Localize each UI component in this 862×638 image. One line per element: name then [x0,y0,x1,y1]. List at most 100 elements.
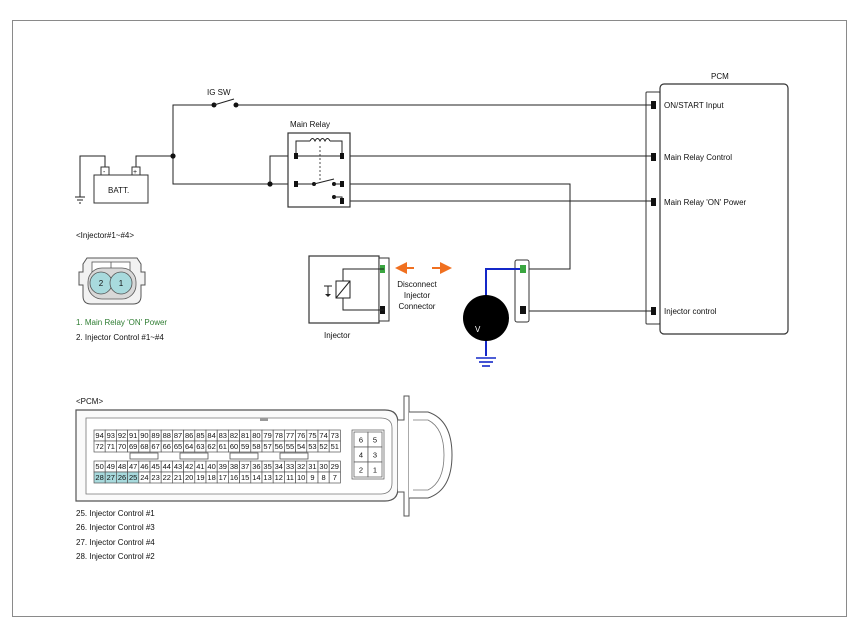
pcm-pin-59: 59 [239,440,252,453]
svg-text:18: 18 [207,473,215,482]
svg-text:88: 88 [163,431,171,440]
pcm-pin-on-start-input: ON/START Input [664,101,724,110]
svg-text:27: 27 [107,473,115,482]
svg-text:9: 9 [310,473,314,482]
pcm-pin-84: 84 [205,429,218,442]
injector-connector-legend-1: 1. Main Relay 'ON' Power [76,318,167,327]
svg-text:65: 65 [174,442,182,451]
svg-text:89: 89 [151,431,159,440]
pcm-pin-main-relay-on-power: Main Relay 'ON' Power [664,198,747,207]
main-relay-label: Main Relay [290,120,330,129]
pcm-pin-85: 85 [194,429,207,442]
pcm-pin-31: 31 [306,460,319,473]
pcm-pin-11: 11 [284,471,296,484]
pcm-pin-65: 65 [172,440,184,453]
svg-text:42: 42 [185,462,193,471]
pcm-connector-legend-25: 25. Injector Control #1 [76,509,155,518]
pcm-side-pin-4: 4 [353,446,369,463]
pcm-side-pin-6: 6 [353,431,369,448]
svg-text:26: 26 [118,473,126,482]
svg-text:45: 45 [151,462,159,471]
pcm-pin-58: 58 [250,440,263,453]
svg-text:41: 41 [196,462,204,471]
svg-text:85: 85 [196,431,204,440]
svg-text:38: 38 [230,462,238,471]
voltmeter-symbol: V [475,325,481,334]
svg-text:94: 94 [95,431,103,440]
svg-text:81: 81 [241,431,249,440]
svg-text:82: 82 [230,431,238,440]
pcm-pin-37: 37 [239,460,252,473]
pcm-pin-20: 20 [183,471,196,484]
svg-text:61: 61 [219,442,227,451]
svg-text:19: 19 [196,473,204,482]
svg-text:11: 11 [286,473,294,482]
pcm-pin-14: 14 [250,471,263,484]
svg-text:73: 73 [331,431,339,440]
svg-text:87: 87 [174,431,182,440]
ig-sw-label: IG SW [207,88,231,97]
svg-text:53: 53 [308,442,316,451]
svg-text:22: 22 [163,473,171,482]
svg-text:14: 14 [252,473,260,482]
svg-text:57: 57 [263,442,271,451]
pcm-connector-legend-27: 27. Injector Control #4 [76,538,155,547]
pcm-pin-49: 49 [104,460,117,473]
svg-text:Disconnect: Disconnect [397,280,437,289]
pcm-title: PCM [711,72,729,81]
svg-text:78: 78 [275,431,283,440]
pcm-pin-51: 51 [328,440,341,453]
svg-text:54: 54 [297,442,305,451]
pcm-side-pin-2: 2 [353,461,369,478]
svg-text:4: 4 [359,451,363,460]
pcm-pin-29: 29 [328,460,341,473]
svg-text:69: 69 [129,442,137,451]
injector-connector-title: <Injector#1~#4> [76,231,134,240]
svg-text:37: 37 [241,462,249,471]
svg-text:75: 75 [308,431,316,440]
pcm-pin-88: 88 [160,429,173,442]
pcm-pin-38: 38 [228,460,240,473]
svg-text:62: 62 [207,442,215,451]
svg-text:58: 58 [252,442,260,451]
injector-harness-connector [514,259,530,323]
svg-text:90: 90 [140,431,148,440]
pcm-pin-18: 18 [205,471,218,484]
pcm-pin-94: 94 [93,429,106,442]
pcm-pin-62: 62 [205,440,218,453]
svg-text:40: 40 [207,462,215,471]
pcm-pin-52: 52 [317,440,330,453]
pcm-pin-17: 17 [216,471,229,484]
svg-text:39: 39 [219,462,227,471]
svg-text:29: 29 [331,462,339,471]
pcm-pin-68: 68 [138,440,151,453]
pcm-pin-48: 48 [116,460,128,473]
pcm-pin-73: 73 [328,429,341,442]
svg-text:59: 59 [241,442,249,451]
pcm-pin-21: 21 [172,471,184,484]
injector-connector-pin-2: 2 [99,279,104,288]
pcm-pin-79: 79 [261,429,274,442]
svg-text:31: 31 [308,462,316,471]
svg-text:60: 60 [230,442,238,451]
pcm-pin-54: 54 [295,440,308,453]
ig-switch[interactable]: IG SW [207,88,239,108]
pcm-pin-67: 67 [149,440,162,453]
svg-text:3: 3 [373,451,377,460]
svg-text:23: 23 [151,473,159,482]
svg-text:24: 24 [140,473,148,482]
svg-text:10: 10 [297,473,305,482]
battery-minus-label: - [103,169,106,176]
voltmeter: V [463,268,520,367]
pcm-pin-70: 70 [116,440,128,453]
pcm-pin-55: 55 [284,440,296,453]
pcm-pin-80: 80 [250,429,263,442]
pcm-pin-78: 78 [272,429,285,442]
svg-text:67: 67 [151,442,159,451]
svg-text:6: 6 [359,436,363,445]
pcm-module: PCM ON/START Input Main Relay Control Ma… [645,72,789,335]
pcm-pin-8: 8 [317,471,330,484]
pcm-pin-16: 16 [228,471,240,484]
